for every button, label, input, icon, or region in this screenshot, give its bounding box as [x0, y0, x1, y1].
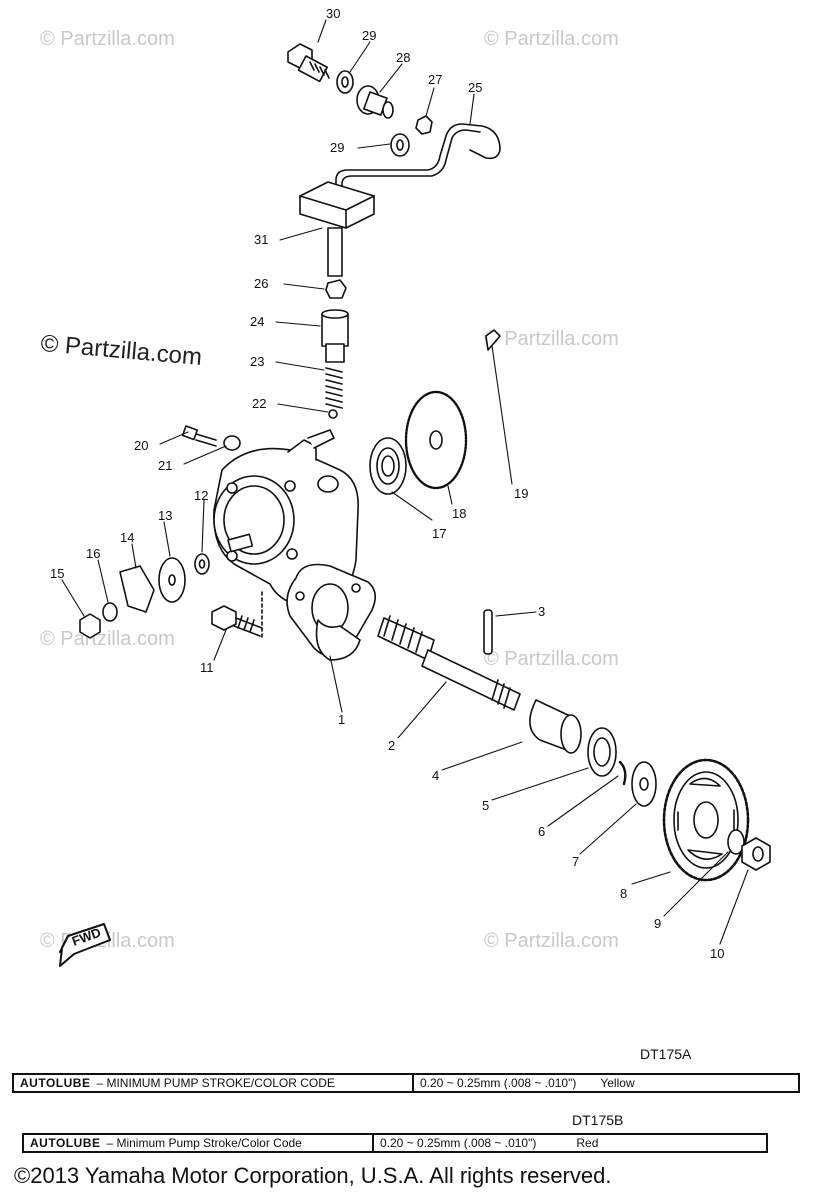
watermark: © Partzilla.com: [484, 930, 619, 952]
spec-value-a: 0.20 ~ 0.25mm (.008 ~ .010"): [420, 1076, 577, 1090]
callout-23: 23: [250, 354, 264, 369]
spec-value-cell-b: 0.20 ~ 0.25mm (.008 ~ .010") Red: [372, 1135, 766, 1151]
callout-15: 15: [50, 566, 64, 581]
spec-color-a: Yellow: [600, 1076, 635, 1090]
callout-28: 28: [396, 50, 410, 65]
spec-value-b: 0.20 ~ 0.25mm (.008 ~ .010"): [380, 1136, 537, 1150]
callout-1: 1: [338, 712, 345, 727]
part-21-washer: [223, 435, 241, 451]
part-27-nut: [415, 115, 433, 135]
part-29-washer: [336, 70, 354, 94]
callout-8: 8: [620, 886, 627, 901]
callout-11: 11: [200, 660, 214, 675]
part-24-sleeve: [321, 309, 349, 363]
fwd-arrow-icon: [59, 923, 111, 967]
watermark: © Partzilla.com: [484, 648, 619, 670]
callout-2: 2: [388, 738, 395, 753]
part-4-sleeve: [529, 699, 582, 754]
callout-27: 27: [428, 72, 442, 87]
part-14-cam: [119, 565, 155, 613]
part-6-circlip: [618, 760, 627, 786]
part-20-bolt: [181, 425, 217, 447]
part-3-pin: [483, 609, 493, 655]
part-11-bolt: [211, 591, 263, 641]
callout-18: 18: [452, 506, 466, 521]
model-label-a: DT175A: [640, 1046, 692, 1062]
spec-description-b: AUTOLUBE – Minimum Pump Stroke/Color Cod…: [24, 1135, 372, 1151]
watermark: © Partzilla.com: [40, 628, 175, 650]
part-10-nut: [741, 837, 771, 871]
spec-value-cell-a: 0.20 ~ 0.25mm (.008 ~ .010") Yellow: [412, 1075, 798, 1091]
leader-lines: [61, 19, 749, 945]
callout-3: 3: [538, 604, 545, 619]
callout-30: 30: [326, 6, 340, 21]
part-25-pipe: [335, 123, 501, 207]
spec-description-a: AUTOLUBE – MINIMUM PUMP STROKE/COLOR COD…: [14, 1075, 412, 1091]
part-29-washer-lower: [390, 133, 410, 157]
callout-22: 22: [252, 396, 266, 411]
callout-31: 31: [254, 232, 268, 247]
spec-brand-b: AUTOLUBE: [30, 1136, 101, 1150]
callout-5: 5: [482, 798, 489, 813]
callout-20: 20: [134, 438, 148, 453]
callout-12: 12: [194, 488, 208, 503]
part-5-bearing: [587, 727, 617, 777]
part-1-pump-body: [213, 429, 376, 661]
part-28-fitting: [356, 85, 394, 119]
part-19-clip: [485, 329, 501, 351]
watermark: © Partzilla.com: [40, 28, 175, 50]
watermark: © Partzilla.com: [484, 28, 619, 50]
part-13-plate: [158, 557, 186, 603]
spec-color-b: Red: [576, 1136, 599, 1150]
callout-17: 17: [432, 526, 446, 541]
model-label-b: DT175B: [572, 1112, 624, 1128]
part-8-gear: [662, 758, 750, 882]
callout-9: 9: [654, 916, 661, 931]
spec-brand-a: AUTOLUBE: [20, 1076, 91, 1090]
callout-13: 13: [158, 508, 172, 523]
callout-26: 26: [254, 276, 268, 291]
part-22-ball: [328, 409, 338, 419]
part-31-bracket: [299, 181, 375, 277]
part-16-washer: [102, 602, 118, 622]
part-2-shaft: [377, 615, 521, 711]
parts-diagram: 30 29 28 27 25 29 31 26 24 23 22 20 21 1…: [50, 6, 771, 967]
spec-text-b: – Minimum Pump Stroke/Color Code: [106, 1136, 302, 1150]
spec-row-a: AUTOLUBE – MINIMUM PUMP STROKE/COLOR COD…: [12, 1073, 800, 1093]
callout-7: 7: [572, 854, 579, 869]
watermark: © Partzilla.com: [484, 328, 619, 350]
callout-14: 14: [120, 530, 134, 545]
callout-19: 19: [514, 486, 528, 501]
callout-4: 4: [432, 768, 439, 783]
part-17-bearing: [369, 437, 407, 495]
copyright-notice: ©2013 Yamaha Motor Corporation, U.S.A. A…: [14, 1163, 612, 1188]
part-7-washer: [631, 761, 657, 807]
part-15-nut: [79, 613, 101, 639]
callout-10: 10: [710, 946, 724, 961]
callout-24: 24: [250, 314, 264, 329]
part-12-washer: [194, 553, 210, 575]
callout-25: 25: [468, 80, 482, 95]
spec-row-b: AUTOLUBE – Minimum Pump Stroke/Color Cod…: [22, 1133, 768, 1153]
part-23-spring: [325, 367, 343, 409]
spec-text-a: – MINIMUM PUMP STROKE/COLOR CODE: [96, 1076, 335, 1090]
callout-16: 16: [86, 546, 100, 561]
callout-6: 6: [538, 824, 545, 839]
part-26-nut: [325, 279, 347, 299]
part-30-bolt: [287, 43, 330, 83]
callout-21: 21: [158, 458, 172, 473]
callout-29: 29: [362, 28, 376, 43]
part-18-gear: [404, 390, 468, 490]
callout-29-lower: 29: [330, 140, 344, 155]
part-9-washer: [727, 829, 745, 855]
